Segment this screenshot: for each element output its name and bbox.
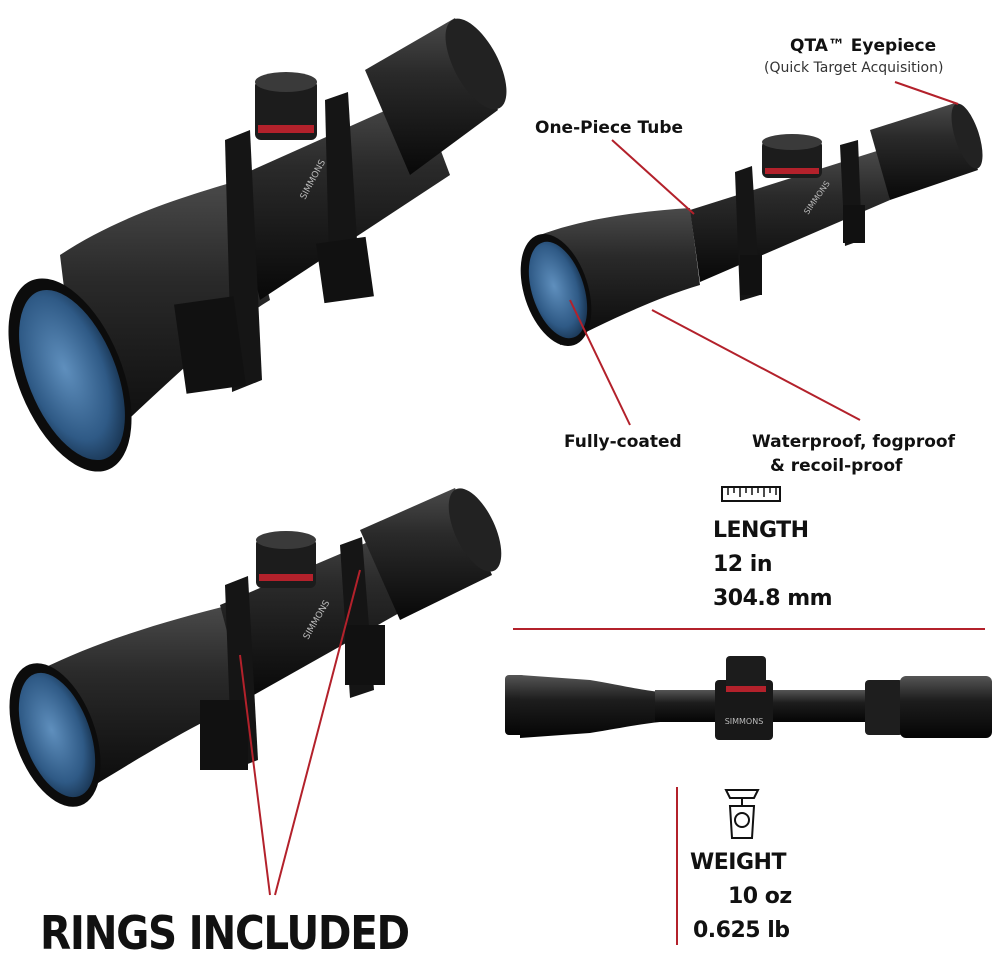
scope-2: SIMMONS [520,103,983,347]
coated-label: Fully-coated [564,432,682,452]
length-label: LENGTH [713,518,809,543]
brand-logo-4: SIMMONS [725,717,764,726]
callout-lines [239,81,985,945]
length-inches: 12 in [713,552,772,577]
scale-icon [724,789,760,839]
weight-oz: 10 oz [728,884,792,909]
waterproof-label-1: Waterproof, fogproof [752,432,955,452]
scope-3: SIMMONS [9,488,502,807]
eyepiece-label: QTA™ Eyepiece [790,36,937,56]
scope-4: SIMMONS [505,656,992,740]
tube-label: One-Piece Tube [535,118,684,138]
waterproof-label-2: & recoil-proof [770,456,903,476]
weight-lb: 0.625 lb [693,918,790,943]
ruler-icon [721,486,781,502]
weight-label: WEIGHT [690,850,786,875]
length-mm: 304.8 mm [713,586,833,611]
scope-1: SIMMONS [8,18,507,472]
eyepiece-sublabel: (Quick Target Acquisition) [764,60,944,76]
rings-included-heading: RINGS INCLUDED [40,906,410,960]
